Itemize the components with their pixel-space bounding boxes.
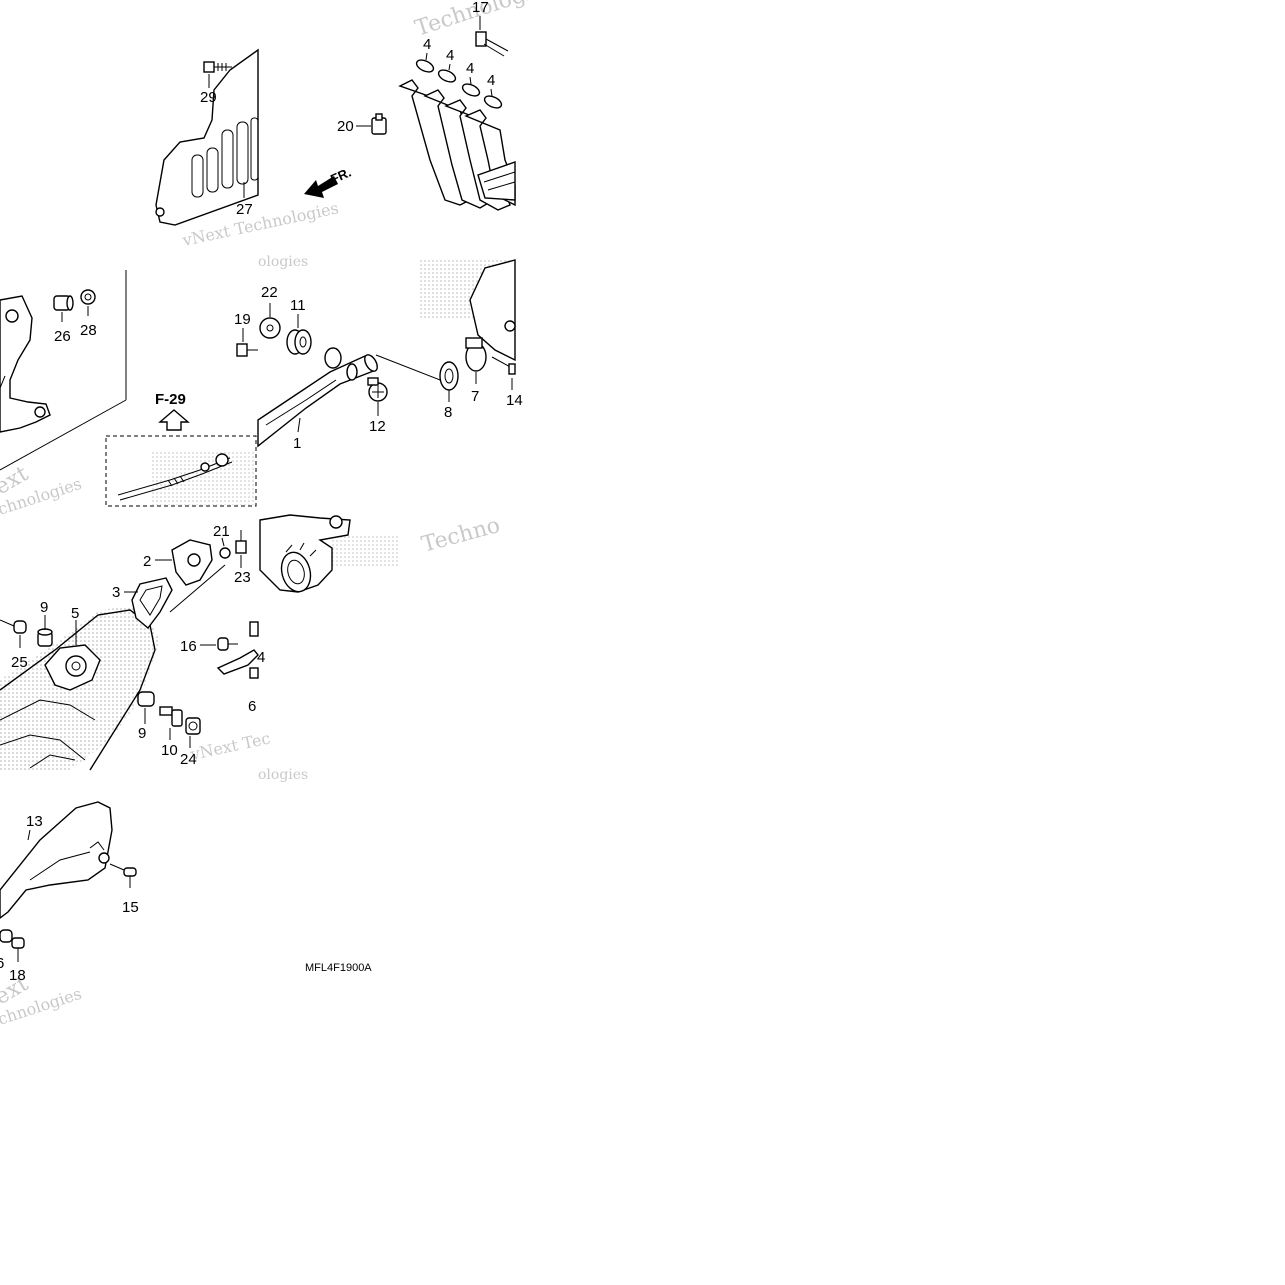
screw-18 xyxy=(11,937,25,962)
part-label-4: 4 xyxy=(487,72,495,89)
bolt-25 xyxy=(0,619,27,634)
part-label-21: 21 xyxy=(213,523,230,540)
part-label-4: 4 xyxy=(423,36,431,53)
ref-f29: F-29 xyxy=(155,391,190,431)
diagram-code: MFL4F1900A xyxy=(305,962,372,974)
detail-box xyxy=(105,435,257,507)
exhaust-header-pipes xyxy=(398,79,516,211)
part-label-12: 12 xyxy=(369,418,386,435)
tile-bracket: 26 28 F-29 xyxy=(0,270,257,507)
part-label-2: 2 xyxy=(143,553,151,570)
muffler-body xyxy=(469,259,516,362)
muffler-cover-13 xyxy=(0,801,113,919)
washer-28 xyxy=(80,289,96,305)
bolt-10 xyxy=(159,706,183,727)
part-label-16: 16 xyxy=(180,638,197,655)
part-label-11: 11 xyxy=(290,297,306,314)
part-label-22: 22 xyxy=(261,284,278,301)
tile-muffler-pipe: 22 11 19 12 1 8 xyxy=(234,259,523,452)
nut-24 xyxy=(185,717,201,735)
tile-muffler-end xyxy=(259,514,351,593)
part-label-15: 15 xyxy=(122,899,139,916)
nut-20 xyxy=(371,113,387,135)
gaskets-4 xyxy=(415,59,503,109)
ref-label: F-29 xyxy=(155,391,186,408)
collar-9-bottom xyxy=(137,691,155,707)
collar-9-top xyxy=(37,628,53,647)
part-label-6: 6 xyxy=(0,955,4,972)
cable-detail xyxy=(117,453,233,501)
collar-6 xyxy=(0,929,13,943)
part-label-4: 4 xyxy=(466,60,474,77)
washer-21 xyxy=(219,547,231,559)
bolt-29 xyxy=(203,61,232,73)
part-label-9: 9 xyxy=(40,599,48,616)
heat-guard-part xyxy=(155,48,259,226)
part-label-8: 8 xyxy=(444,404,452,421)
bolt-23 xyxy=(235,530,247,554)
tile-muffler-cover: 13 15 6 18 xyxy=(0,801,139,984)
collar-8 xyxy=(439,361,459,391)
cap-2 xyxy=(171,539,213,586)
part-label-7: 7 xyxy=(471,388,479,405)
muffler-body-shaded xyxy=(0,605,160,770)
part-label-13: 13 xyxy=(26,813,43,830)
tile-heat-guard: 29 27 xyxy=(155,48,259,226)
part-label-6: 6 xyxy=(248,698,256,715)
part-label-4: 4 xyxy=(257,649,265,666)
part-label-27: 27 xyxy=(236,201,253,218)
bracket-clip xyxy=(216,621,259,679)
watermark-text: ologies xyxy=(258,254,308,270)
part-label-14: 14 xyxy=(506,392,523,409)
heat-guard-slots xyxy=(191,117,259,198)
part-label-1: 1 xyxy=(293,435,301,452)
part-label-18: 18 xyxy=(9,967,26,984)
screw-15 xyxy=(109,863,137,888)
part-label-29: 29 xyxy=(200,89,217,106)
tile-exhaust-header: 4 4 4 4 17 20 FR. xyxy=(304,0,516,211)
muffler-bracket-part xyxy=(0,295,51,433)
gasket-3 xyxy=(131,577,173,630)
collar-26 xyxy=(53,295,74,311)
grommet-12 xyxy=(367,377,388,402)
part-label-26: 26 xyxy=(54,328,71,345)
tile-muffler-protector: 5 2 3 21 23 25 xyxy=(0,523,265,771)
watermark-text: ologies xyxy=(258,767,308,783)
part-label-24: 24 xyxy=(180,751,197,768)
bolt-19 xyxy=(236,343,258,357)
exhaust-pipe-1 xyxy=(257,355,377,448)
bolt-14 xyxy=(491,356,516,375)
front-direction-arrow: FR. xyxy=(304,165,353,198)
watermark-text: vNext Tec xyxy=(188,728,272,764)
direction-label: FR. xyxy=(328,165,353,187)
gasket-22 xyxy=(259,317,281,339)
part-label-3: 3 xyxy=(112,584,120,601)
part-label-5: 5 xyxy=(71,605,79,622)
part-label-19: 19 xyxy=(234,311,251,328)
part-label-9: 9 xyxy=(138,725,146,742)
part-label-10: 10 xyxy=(161,742,178,759)
cover-5 xyxy=(44,644,101,691)
rubber-11 xyxy=(286,329,312,355)
watermark-text: Techno xyxy=(419,513,503,558)
band-7 xyxy=(465,337,487,372)
part-label-28: 28 xyxy=(80,322,97,339)
part-label-17: 17 xyxy=(472,0,489,16)
part-label-20: 20 xyxy=(337,118,354,135)
stud-bolt-17 xyxy=(475,31,509,57)
grommet xyxy=(324,347,342,369)
part-label-25: 25 xyxy=(11,654,28,671)
part-label-23: 23 xyxy=(234,569,251,586)
part-label-4: 4 xyxy=(446,47,454,64)
bolt-16 xyxy=(217,637,238,651)
